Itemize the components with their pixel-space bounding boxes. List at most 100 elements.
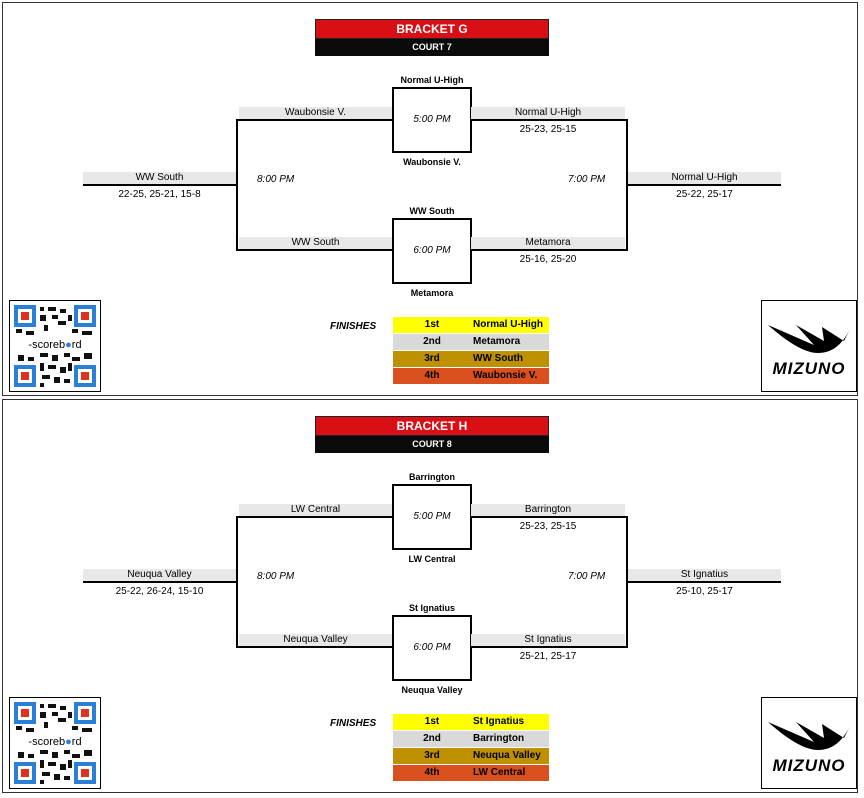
finish-place: 1st — [424, 716, 440, 727]
right-bottom-score: 25-16, 25-20 — [519, 254, 577, 265]
left-top-team: LW Central — [239, 504, 392, 516]
match-bottom-team-a: WW South — [409, 206, 455, 216]
finish-row-1: 1st St Ignatius — [393, 714, 549, 730]
right-bottom-team: Metamora — [471, 237, 625, 249]
mizuno-wordmark: MIZUNO — [772, 359, 846, 378]
left-bottom-team: Neuqua Valley — [239, 634, 392, 646]
court-label: COURT 8 — [315, 436, 549, 453]
mizuno-logo: MIZUNO — [761, 300, 857, 392]
final-team: Normal U-High — [628, 172, 781, 184]
bracket-panel-2: BRACKET H COURT 8 Barrington 5:00 PM LW … — [2, 399, 858, 793]
court-label: COURT 7 — [315, 39, 549, 56]
final-line — [626, 581, 781, 583]
final-score: 25-10, 25-17 — [676, 586, 733, 597]
finish-row-3: 3rd Neuqua Valley — [393, 748, 549, 764]
qr-code-text: scoreb — [32, 736, 66, 748]
bracket-title: BRACKET H — [315, 416, 549, 436]
mizuno-runbird-icon — [768, 722, 850, 750]
match-top-team-b: Waubonsie V. — [403, 157, 461, 167]
finish-team: Barrington — [473, 733, 525, 744]
bracket-panel-1: BRACKET G COURT 7 Normal U-High 5:00 PM … — [2, 2, 858, 396]
match-bottom-time: 6:00 PM — [413, 642, 451, 653]
finish-team: Metamora — [473, 336, 521, 347]
qr-code-text-end: rd — [71, 339, 82, 351]
qr-code-icon — [14, 702, 96, 784]
qr-code-text-end: rd — [71, 736, 82, 748]
match-bottom-time: 6:00 PM — [413, 245, 451, 256]
finish-row-4: 4th Waubonsie V. — [393, 368, 549, 384]
finish-place: 1st — [424, 319, 440, 330]
match-bottom-team-a: St Ignatius — [408, 603, 455, 613]
finish-team: Normal U-High — [473, 319, 543, 330]
match-top-team-a: Normal U-High — [400, 75, 464, 85]
finish-row-1: 1st Normal U-High — [393, 317, 549, 333]
finish-place: 2nd — [423, 336, 441, 347]
finish-team: St Ignatius — [473, 716, 525, 727]
right-top-line — [471, 516, 628, 518]
finish-team: LW Central — [473, 767, 526, 778]
consolation-line — [83, 184, 238, 186]
right-top-team: Barrington — [471, 504, 625, 516]
bracket-title: BRACKET G — [315, 19, 549, 39]
left-top-line — [236, 516, 393, 518]
finish-place: 4th — [424, 370, 440, 381]
left-bottom-line — [236, 646, 393, 648]
mizuno-logo: MIZUNO — [761, 697, 857, 789]
consolation-score: 22-25, 25-21, 15-8 — [118, 189, 201, 200]
match-top-time: 5:00 PM — [413, 114, 451, 125]
mizuno-runbird-icon — [768, 325, 850, 353]
final-team: St Ignatius — [628, 569, 781, 581]
finish-row-2: 2nd Barrington — [393, 731, 549, 747]
right-bottom-line — [471, 249, 628, 251]
finish-place: 3rd — [424, 750, 440, 761]
match-top-team-b: LW Central — [408, 554, 456, 564]
match-top-box — [392, 484, 472, 550]
final-time: 7:00 PM — [568, 571, 606, 582]
qr-code-text: scoreb — [32, 339, 66, 351]
finish-team: Waubonsie V. — [473, 370, 538, 381]
final-score: 25-22, 25-17 — [676, 189, 733, 200]
left-top-line — [236, 119, 393, 121]
match-top-team-a: Barrington — [409, 472, 455, 482]
qr-code-icon — [14, 305, 96, 387]
match-top-time: 5:00 PM — [413, 511, 451, 522]
qr-code-ball-icon: ● — [65, 339, 72, 351]
left-bottom-line — [236, 249, 393, 251]
match-bottom-box — [392, 615, 472, 681]
finish-row-2: 2nd Metamora — [393, 334, 549, 350]
qr-code[interactable]: -scoreb●rd — [9, 300, 101, 392]
right-top-score: 25-23, 25-15 — [519, 124, 577, 135]
right-bottom-team: St Ignatius — [471, 634, 625, 646]
match-bottom-box — [392, 218, 472, 284]
finish-team: WW South — [473, 353, 523, 364]
finishes-label: FINISHES — [330, 718, 377, 729]
consolation-team: Neuqua Valley — [83, 569, 236, 581]
consolation-score: 25-22, 26-24, 15-10 — [115, 586, 204, 597]
mizuno-wordmark: MIZUNO — [772, 756, 846, 775]
match-top-box — [392, 87, 472, 153]
finishes-label: FINISHES — [330, 321, 377, 332]
finish-place: 3rd — [424, 353, 440, 364]
qr-code-label: -scoreb●rd — [16, 337, 94, 353]
final-line — [626, 184, 781, 186]
qr-code-ball-icon: ● — [65, 736, 72, 748]
final-time: 7:00 PM — [568, 174, 606, 185]
qr-code[interactable]: -scoreb●rd — [9, 697, 101, 789]
finish-place: 2nd — [423, 733, 441, 744]
left-bottom-team: WW South — [239, 237, 392, 249]
consolation-team: WW South — [83, 172, 236, 184]
finish-team: Neuqua Valley — [473, 750, 541, 761]
finish-place: 4th — [424, 767, 440, 778]
left-top-team: Waubonsie V. — [239, 107, 392, 119]
right-bottom-score: 25-21, 25-17 — [519, 651, 577, 662]
right-bottom-line — [471, 646, 628, 648]
qr-code-label: -scoreb●rd — [16, 734, 94, 750]
match-bottom-team-b: Neuqua Valley — [401, 685, 463, 695]
right-top-score: 25-23, 25-15 — [519, 521, 577, 532]
right-top-line — [471, 119, 628, 121]
finish-row-4: 4th LW Central — [393, 765, 549, 781]
consolation-time: 8:00 PM — [257, 571, 295, 582]
finish-row-3: 3rd WW South — [393, 351, 549, 367]
right-top-team: Normal U-High — [471, 107, 625, 119]
match-bottom-team-b: Metamora — [410, 288, 454, 298]
